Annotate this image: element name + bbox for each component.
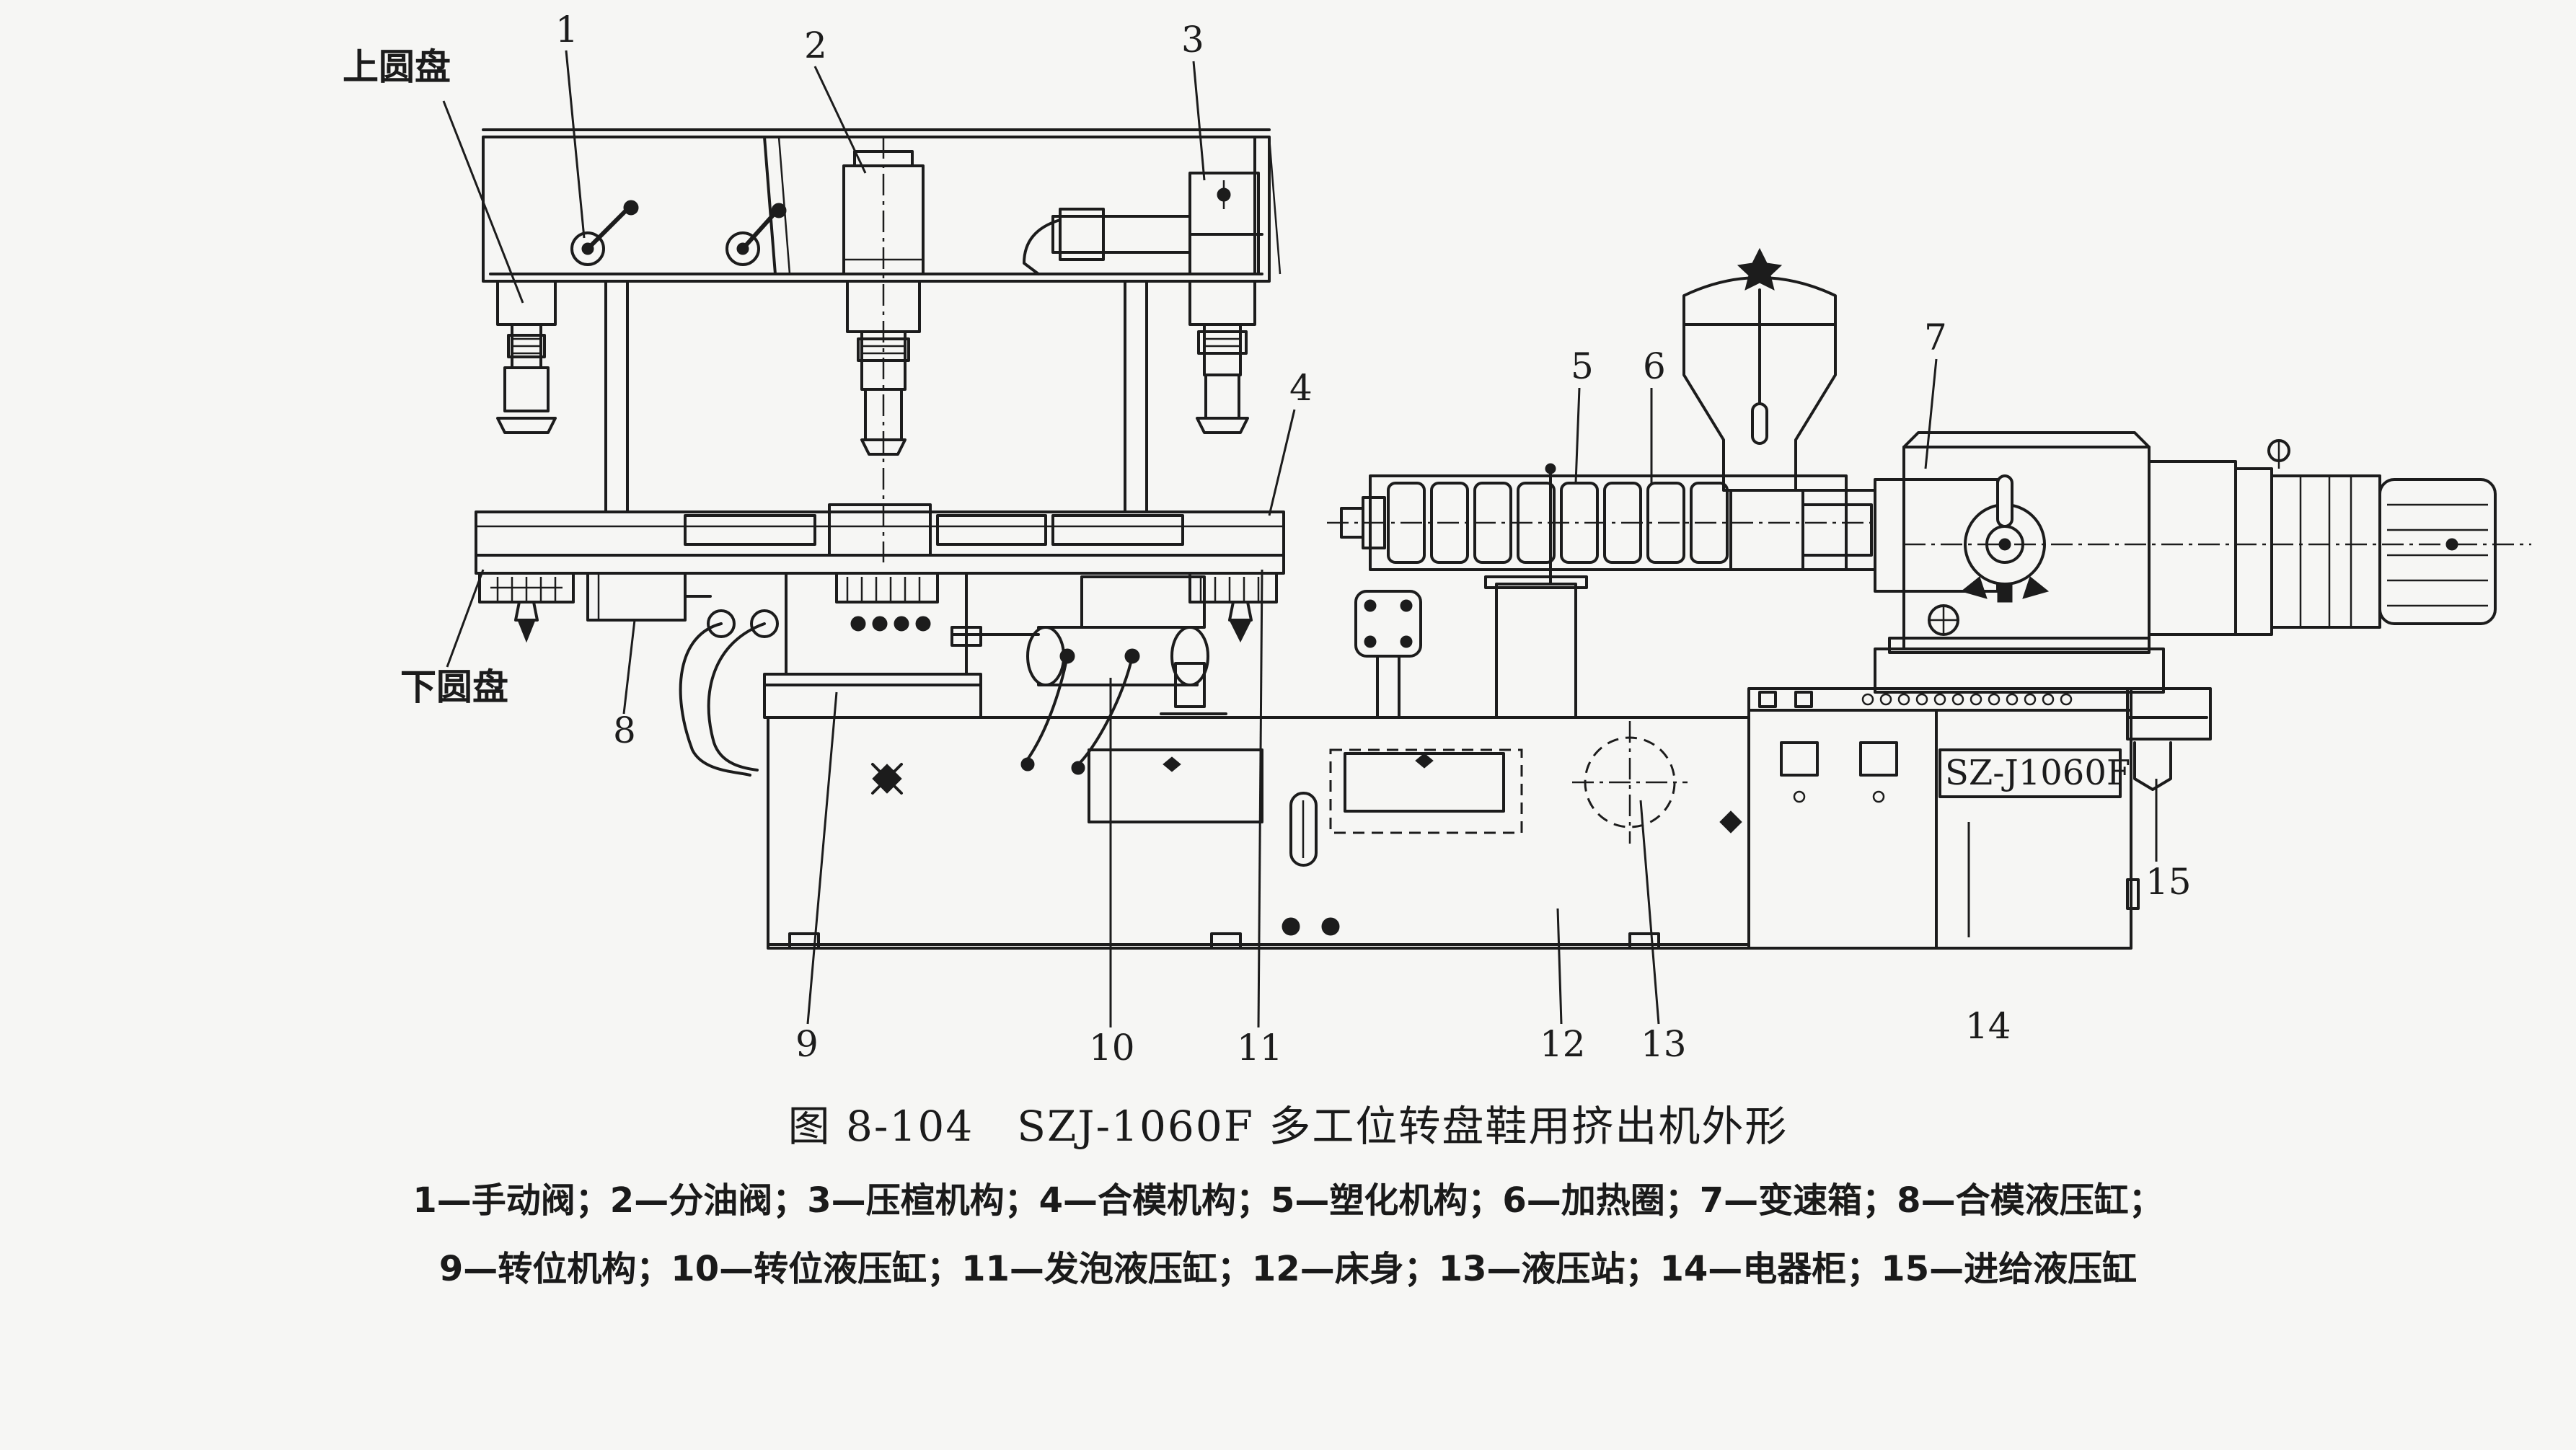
svg-text:15: 15 [2145, 861, 2192, 903]
svg-text:12: 12 [1540, 1023, 1586, 1065]
upper-last-holder [846, 280, 921, 456]
callout-15: 15 [2145, 779, 2192, 903]
electrical-cabinet: SZ-J1060F [1747, 687, 2140, 950]
callout-6: 6 [1643, 345, 1666, 483]
svg-text:9: 9 [795, 1023, 819, 1065]
feed-hydraulic-cylinder [2126, 687, 2212, 791]
upper-last-holder [1188, 280, 1256, 434]
callout-2: 2 [804, 25, 867, 174]
gearbox [1874, 431, 2237, 694]
callout-7: 7 [1924, 317, 1947, 469]
guide-column [604, 280, 1148, 513]
svg-text:4: 4 [1289, 367, 1313, 409]
svg-text:5: 5 [1571, 345, 1594, 387]
svg-text:2: 2 [804, 25, 827, 66]
callout-11: 11 [1237, 569, 1283, 1067]
legend-line-1: 1—手动阀；2—分油阀；3—压楦机构；4—合模机构；5—塑化机构；6—加热圈；7… [413, 1180, 2163, 1221]
svg-text:1: 1 [555, 9, 578, 50]
figure-caption: 图 8-104 SZJ-1060F 多工位转盘鞋用挤出机外形 [788, 1102, 1788, 1151]
label-upper-disc: 上圆盘 [343, 46, 451, 88]
svg-text:3: 3 [1181, 19, 1204, 61]
svg-text:13: 13 [1641, 1023, 1687, 1065]
callout-9: 9 [795, 691, 838, 1065]
svg-text:8: 8 [613, 709, 636, 751]
oil-distribution-valve [842, 137, 925, 562]
svg-text:10: 10 [1089, 1027, 1135, 1067]
upper-last-holder [496, 280, 557, 434]
callout-1: 1 [555, 9, 586, 239]
hopper [1682, 247, 1837, 492]
hydraulic-station [1572, 721, 1688, 844]
svg-text:6: 6 [1643, 345, 1666, 387]
motor [1904, 439, 2531, 636]
callout-4: 4 [1268, 367, 1313, 516]
barrel-connector [1729, 489, 1876, 571]
manual-valve [570, 200, 787, 266]
label-lower-disc: 下圆盘 [400, 666, 508, 708]
callout-10: 10 [1089, 678, 1135, 1067]
callout-8: 8 [613, 619, 636, 751]
clamping-hydraulic-cylinder [586, 572, 712, 622]
svg-text:11: 11 [1237, 1027, 1283, 1067]
foaming-hydraulic-cylinder [1080, 575, 1227, 715]
callout-13: 13 [1639, 800, 1687, 1065]
svg-text:14: 14 [1965, 1005, 2011, 1047]
callout-3: 3 [1181, 19, 1206, 181]
callout-5: 5 [1571, 345, 1594, 484]
indexing-mechanism [679, 572, 982, 777]
legend-line-2: 9—转位机构；10—转位液压缸；11—发泡液压缸；12—床身；13—液压站；14… [438, 1249, 2138, 1289]
last-pressing-mechanism [1023, 172, 1263, 275]
machine-drawing: SZ-J1060F 上圆盘 下圆盘 1 2 3 4 5 6 7 8 [343, 9, 2531, 1067]
callout-14: 14 [1965, 822, 2011, 1047]
nameplate: SZ-J1060F [1945, 753, 2130, 793]
indexing-hydraulic-cylinder [950, 626, 1209, 775]
svg-text:7: 7 [1924, 317, 1947, 358]
plasticizing-mechanism [1327, 463, 1875, 719]
callout-12: 12 [1540, 908, 1586, 1065]
